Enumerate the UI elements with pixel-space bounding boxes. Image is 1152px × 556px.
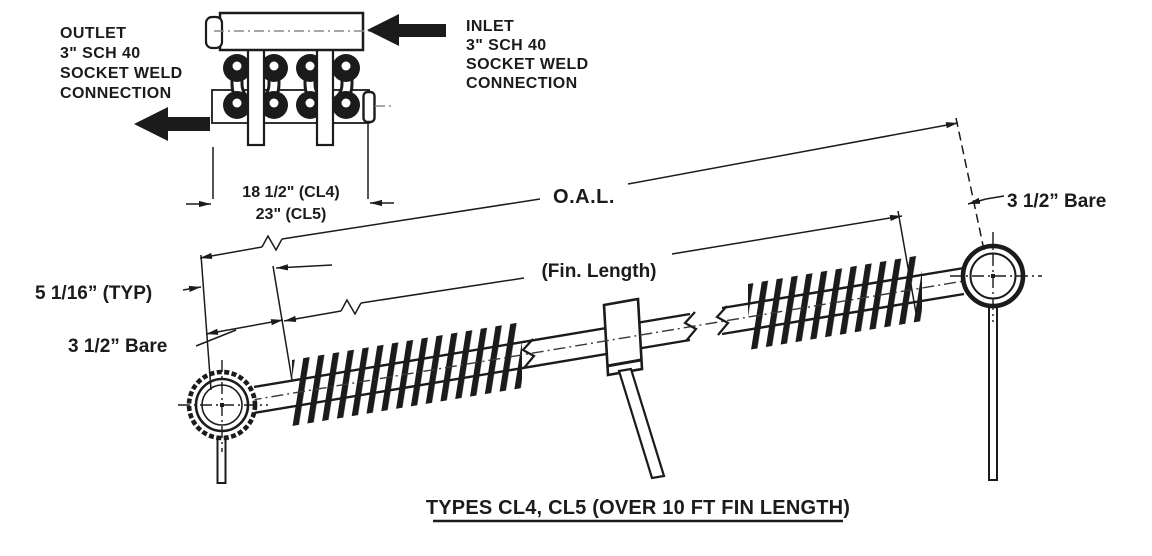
- caption-text: TYPES CL4, CL5 (OVER 10 FT FIN LENGTH): [426, 497, 850, 519]
- outlet-line-4: CONNECTION: [60, 85, 172, 102]
- outlet-line-1: OUTLET: [60, 25, 126, 42]
- support-strap: [246, 46, 266, 147]
- tube-break-symbol: [715, 305, 730, 336]
- bare-right-dim-text: 3 1/2” Bare: [1007, 191, 1106, 212]
- inlet-line-1: INLET: [466, 18, 514, 35]
- tube-centerline: [227, 276, 989, 405]
- typ-dim-text: 5 1/16” (TYP): [35, 283, 152, 304]
- fin-block-right: [748, 255, 922, 350]
- outlet-line-3: SOCKET WELD: [60, 65, 183, 82]
- oal-dimension: [199, 117, 985, 391]
- tube-break-symbol: [683, 311, 698, 342]
- typ-leader: [182, 285, 202, 293]
- outlet-arrow: [134, 107, 210, 141]
- outlet-line-2: 3" SCH 40: [60, 45, 141, 62]
- right-hanger-rod: [988, 305, 998, 481]
- inlet-line-3: SOCKET WELD: [466, 56, 589, 73]
- fin-length-dim-text: (Fin. Length): [541, 261, 656, 282]
- inlet-line-4: CONNECTION: [466, 75, 578, 92]
- support-bracket-leg: [617, 367, 666, 480]
- annotations: OUTLET 3" SCH 40 SOCKET WELD CONNECTION …: [35, 18, 1106, 523]
- support-bracket: [602, 297, 666, 480]
- header-width-dim-text-cl5: 23" (CL5): [256, 206, 327, 223]
- bare-left-dimension: [195, 319, 284, 347]
- bare-right-leader: [967, 195, 1005, 205]
- right-return-bend: [950, 232, 1042, 322]
- caption: TYPES CL4, CL5 (OVER 10 FT FIN LENGTH): [426, 497, 850, 523]
- header-centerline: [214, 30, 392, 107]
- outlet-connection-label: OUTLET 3" SCH 40 SOCKET WELD CONNECTION: [60, 25, 183, 102]
- bare-left-dim-text: 3 1/2” Bare: [68, 336, 167, 357]
- inlet-arrow: [367, 14, 446, 46]
- inlet-connection-label: INLET 3" SCH 40 SOCKET WELD CONNECTION: [466, 18, 589, 92]
- header-width-dim-text-cl4: 18 1/2" (CL4): [242, 184, 339, 201]
- support-strap: [315, 46, 335, 147]
- left-return-bend: [178, 360, 268, 452]
- tube-end-circles: [223, 54, 360, 119]
- dimensions: [182, 117, 1005, 391]
- fin-length-dimension: [272, 210, 917, 381]
- header-detail-view: [204, 11, 392, 147]
- tube-break-symbol: [521, 338, 536, 369]
- header-width-dimension: [186, 124, 394, 208]
- header-left-cap: [204, 15, 224, 50]
- finned-tube-element: [178, 232, 1042, 484]
- band-right-cap: [362, 90, 376, 124]
- oal-dim-text: O.A.L.: [553, 186, 615, 208]
- inlet-line-2: 3" SCH 40: [466, 37, 547, 54]
